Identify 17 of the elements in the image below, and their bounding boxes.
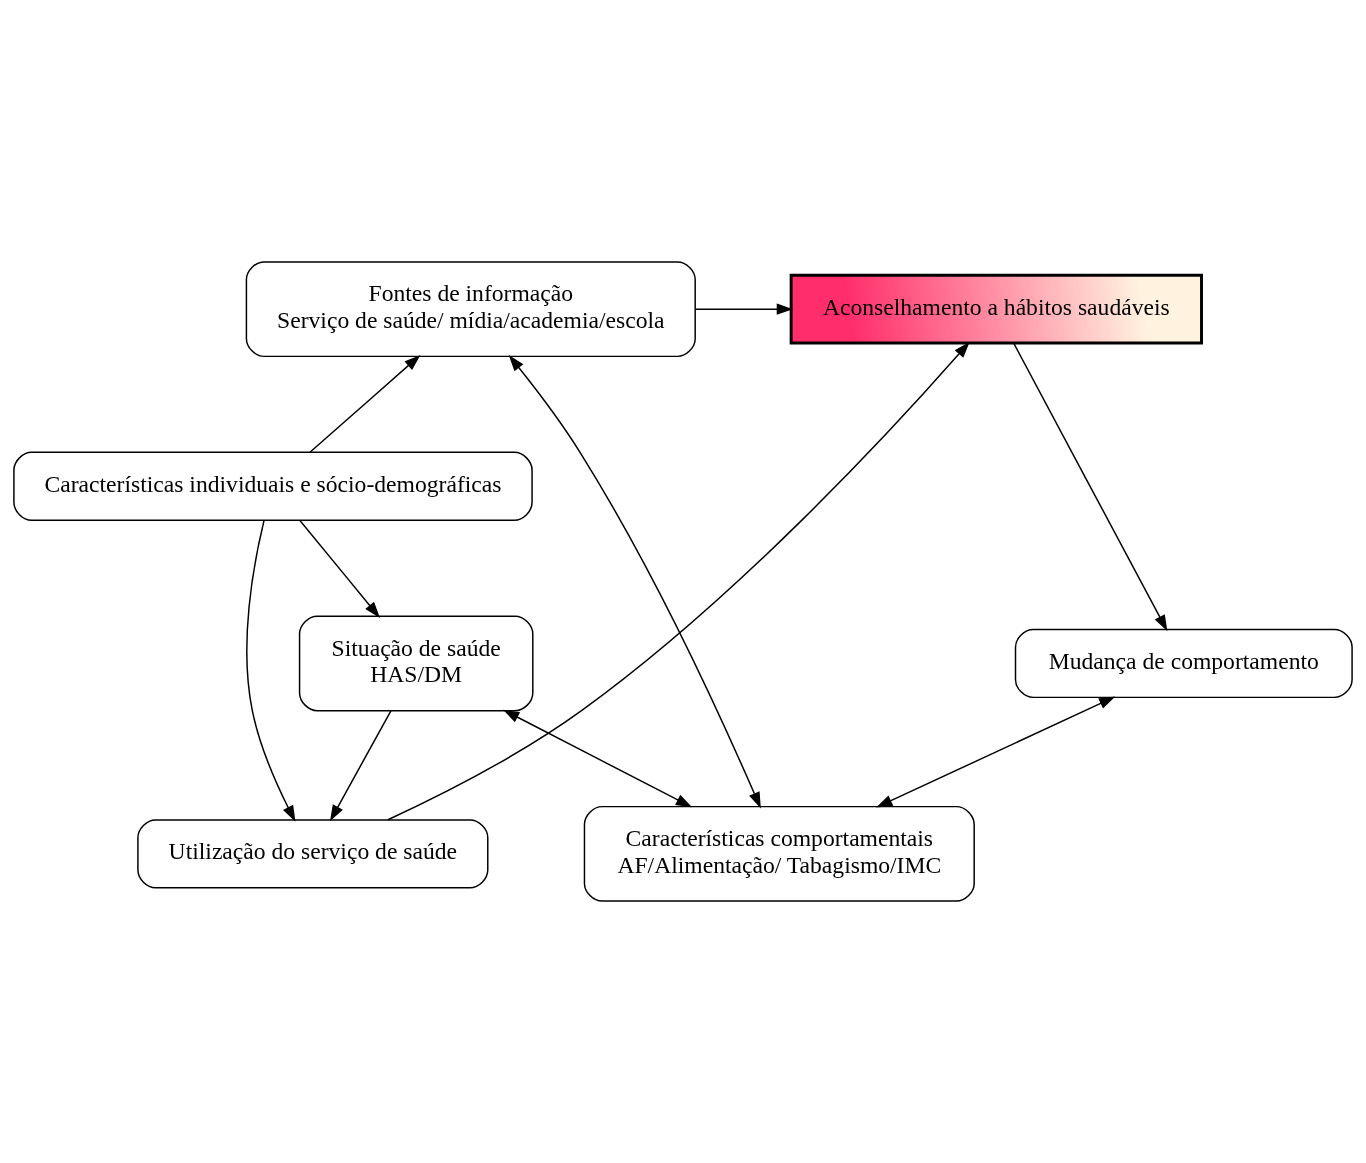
arrow [1013,342,1168,632]
arrow [876,696,1116,808]
arrow [330,710,392,822]
arrow [694,303,793,315]
arrow [299,519,380,618]
arrow [503,709,693,808]
node-box: Fontes de informação Serviço de saúde/ mídia/academia/escola [245,261,696,358]
node-box: Situação de saúde HAS/DM [298,615,534,712]
node-box: Aconselhamento a hábitos saudáveis [789,273,1203,345]
arrow [508,355,761,809]
arrow [246,519,296,822]
node-box: Mudança de comportamento [1014,628,1353,699]
node-box: Características individuais e sócio-demográficas [13,451,533,521]
node-box: Características comportamentais AF/Alimentação/ Tabagismo/IMC [583,805,975,902]
node-box: Utilização do serviço de saúde [137,819,489,889]
arrow [387,341,970,821]
arrow [309,354,421,453]
